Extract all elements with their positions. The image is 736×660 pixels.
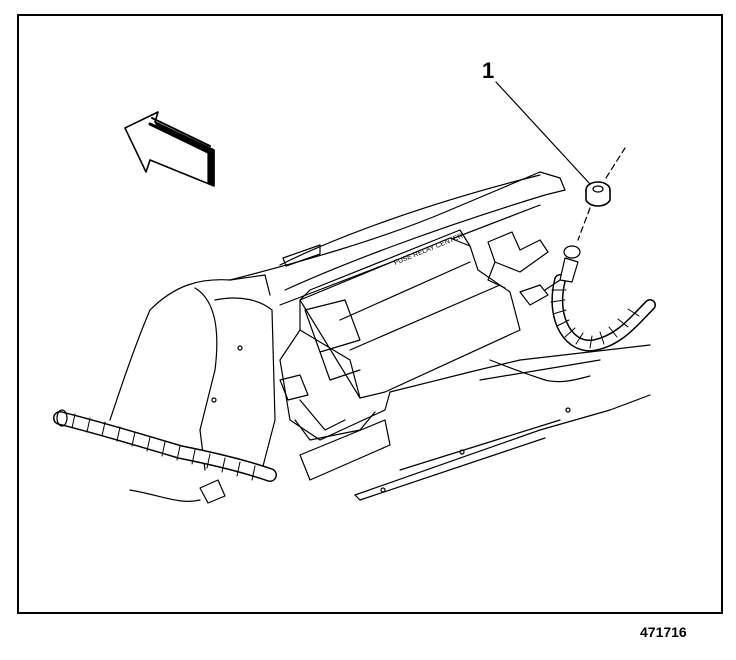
direction-arrow-icon [124,111,215,187]
callout-label-1: 1 [482,58,495,83]
fuse-relay-center-box: FUSE RELAY CENTER [279,229,521,441]
wiring-harness-left [53,409,277,482]
figure-id: 471716 [640,624,687,640]
mounting-bracket [487,231,549,289]
wiring-harness-right [489,245,656,383]
fender-panel [109,171,566,471]
diagram-frame [17,14,723,614]
callout-leader-line [495,81,591,185]
retaining-nut-icon [577,147,626,241]
ground-cable [519,279,561,306]
lower-rail [129,344,651,504]
